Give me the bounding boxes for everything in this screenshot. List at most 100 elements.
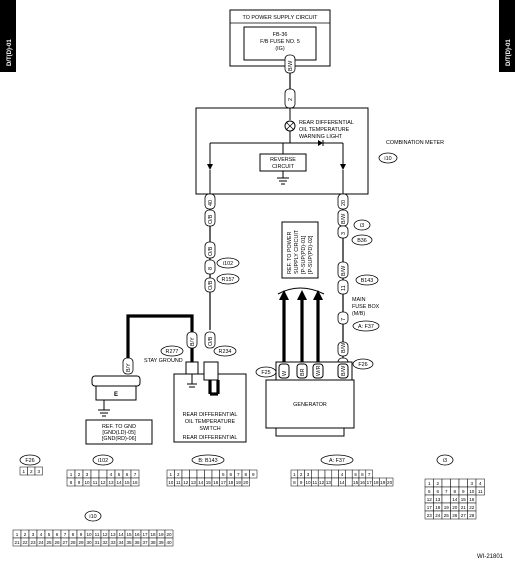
i10-pin-label: 11 [95, 532, 100, 537]
b143-pin-label: 17 [221, 480, 227, 485]
legend-i3-title: i3 [443, 458, 447, 464]
i10-pin-label: 16 [134, 532, 140, 537]
i3-pin-cell [450, 478, 460, 488]
wire-color-ob: O/B [208, 214, 214, 224]
i102-pin-cell [130, 477, 140, 487]
f26-pin-label: 3 [37, 469, 40, 474]
f37-pin-label: 16 [360, 480, 366, 485]
i3-pin-label: 10 [469, 489, 475, 494]
b143-pin-label: 19 [236, 480, 242, 485]
b143-pin-label: 13 [191, 480, 197, 485]
i3-pin-label: 16 [469, 497, 475, 502]
i102-pin-label: 2 [78, 472, 81, 477]
ground-e-symbol: E [91, 375, 141, 417]
i3-pin-label: 15 [461, 497, 467, 502]
i102-pin-label: 4 [110, 472, 113, 477]
b143-pin-label: 12 [183, 480, 189, 485]
wire-color-bw-top: B/W [288, 60, 294, 71]
i3-pin-label: 13 [435, 497, 441, 502]
ref-gnd-box [85, 419, 153, 445]
i10-pin-label: 30 [86, 540, 92, 545]
i3-pin-label: 27 [461, 513, 467, 518]
i10-pin-label: 18 [150, 532, 156, 537]
switch-label-1: REAR DIFFERENTIAL [183, 412, 238, 418]
wire-color-by2: B/Y [126, 363, 132, 372]
i3-pin-label: 26 [452, 513, 458, 518]
f37-pin-label: 9 [300, 480, 303, 485]
right-tab-label: D/T(D)-01 [506, 39, 512, 66]
pin-3: 3 [341, 232, 347, 235]
i10-pin-label: 20 [166, 532, 172, 537]
i3-pin-label: 18 [435, 505, 441, 510]
i10-pin-label: 38 [150, 540, 156, 545]
power-fb: FB-36 [273, 32, 288, 38]
i102-pin-label: 16 [132, 480, 138, 485]
i10-pin-label: 29 [78, 540, 84, 545]
b143-pin-label: 11 [176, 480, 181, 485]
b143-pin-label: 7 [237, 472, 240, 477]
power-fuse: F/B FUSE NO. 5 [260, 39, 300, 45]
light-label-1: REAR DIFFERENTIAL [299, 120, 354, 126]
power-supply-box: TO POWER SUPPLY CIRCUIT FB-36 F/B FUSE N… [229, 9, 331, 67]
ref-supply-1: REF. TO POWER [287, 232, 293, 274]
b143-pin-cell [204, 469, 213, 479]
conn-b143: B143 [361, 278, 374, 284]
i10-pin-label: 3 [32, 532, 35, 537]
i102-pin-cell [98, 469, 108, 479]
i3-pin-label: 11 [478, 489, 483, 494]
i3-pin-label: 22 [469, 505, 475, 510]
wire-color-ob3: O/B [208, 280, 214, 290]
i10-pin-label: 17 [142, 532, 148, 537]
b143-pin-cell [249, 469, 258, 479]
i10-pin-label: 13 [110, 532, 116, 537]
legend-i10-title: i10 [89, 514, 96, 520]
b143-pin-cell [241, 477, 250, 487]
i10-pin-label: 6 [56, 532, 59, 537]
i3-pin-cell [467, 510, 477, 520]
b143-pin-label: 16 [213, 480, 219, 485]
i10-pin-label: 10 [86, 532, 92, 537]
f37-pin-cell [345, 469, 353, 479]
gen-pin-bw: B/W [341, 365, 347, 376]
pin-8: 8 [208, 267, 214, 270]
right-section-tab [499, 0, 515, 72]
i10-pin-label: 35 [126, 540, 132, 545]
i3-pin-label: 4 [479, 481, 482, 486]
i102-pin-label: 9 [78, 480, 81, 485]
f37-pin-label: 5 [354, 472, 357, 477]
generator: W BR W/R B/W GENERATOR [265, 287, 355, 437]
rear-diff-switch: REAR DIFFERENTIAL OIL TEMPERATURE SWITCH [173, 361, 247, 443]
f37-pin-cell [385, 477, 394, 487]
power-ig: (IG) [275, 46, 284, 52]
f37-pin-label: 14 [339, 480, 345, 485]
i102-pin-label: 7 [134, 472, 137, 477]
f26-pin-label: 2 [30, 469, 33, 474]
i10-pin-label: 36 [134, 540, 140, 545]
ref-gnd-2: [GND(LD)-05] [102, 430, 136, 436]
i3-pin-label: 9 [462, 489, 465, 494]
f37-pin-label: 12 [319, 480, 325, 485]
i102-pin-label: 12 [100, 480, 106, 485]
i102-pin-label: 5 [118, 472, 121, 477]
reverse-label-1: REVERSE [270, 157, 296, 163]
ref-gnd-3: [GND(RD)-06] [102, 436, 137, 442]
i10-pin-label: 7 [64, 532, 67, 537]
i3-pin-label: 23 [427, 513, 433, 518]
meter-connector-id: i10 [384, 156, 391, 162]
i3-pin-label: 17 [427, 505, 433, 510]
i102-pin-cell [90, 469, 100, 479]
conn-f37: A: F37 [358, 324, 374, 330]
f37-pin-label: 19 [380, 480, 386, 485]
conn-r234: R234 [219, 349, 232, 355]
f37-pin-label: 18 [373, 480, 379, 485]
ref-supply-3: [P-SUP(PD)-01] [301, 235, 307, 274]
rear-diff-label: REAR DIFFERENTIAL [183, 435, 238, 441]
i10-pin-label: 28 [70, 540, 76, 545]
left-tab-label: D/T(D)-01 [7, 39, 13, 66]
figure-id: WI-21801 [477, 554, 504, 560]
ref-supply-2: SUPPLY CIRCUIT [294, 229, 300, 274]
i3-pin-label: 6 [436, 489, 439, 494]
conn-f26: F26 [358, 362, 367, 368]
ref-supply-box [281, 221, 319, 279]
